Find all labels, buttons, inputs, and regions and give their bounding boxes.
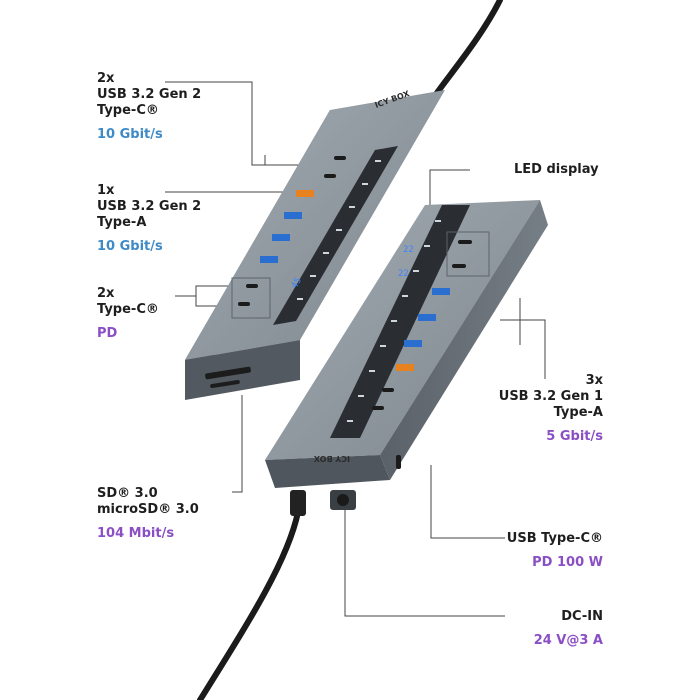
callout-typec-gen2: 2x USB 3.2 Gen 2 Type-C® 10 Gbit/s bbox=[97, 71, 201, 143]
right-brand-logo: ICY BOX bbox=[313, 454, 350, 463]
right-usb-a-gen1-ports bbox=[404, 288, 450, 347]
callout-led-line1: LED display bbox=[514, 162, 599, 177]
callout-typec-pd: 2x Type-C® PD bbox=[97, 286, 159, 342]
callout-sd: SD® 3.0 microSD® 3.0 104 Mbit/s bbox=[97, 486, 199, 542]
left-pd-port-box bbox=[231, 277, 271, 319]
callout-dcin-speed: 24 V@3 A bbox=[533, 633, 603, 648]
callout-typea-gen1-line2: USB 3.2 Gen 1 bbox=[498, 389, 603, 404]
callout-usbc-pd-speed: PD 100 W bbox=[532, 555, 603, 570]
callout-typea-gen2-speed: 10 Gbit/s bbox=[97, 239, 163, 254]
callout-usbc-pd-line1: USB Type-C® bbox=[506, 531, 603, 546]
callout-typea-gen1-line3: Type-A bbox=[553, 405, 603, 420]
hub-right: 22 22 ICY BOX bbox=[265, 200, 548, 510]
callout-typec-gen2-line1: 2x bbox=[97, 71, 115, 86]
callout-typea-gen2-line1: 1x bbox=[97, 183, 115, 198]
callout-typea-gen2: 1x USB 3.2 Gen 2 Type-A 10 Gbit/s bbox=[97, 183, 201, 255]
right-pd-typec-ports bbox=[452, 240, 472, 268]
callout-typec-pd-speed: PD bbox=[97, 326, 118, 341]
callout-typea-gen2-line3: Type-A bbox=[97, 215, 147, 230]
callout-sd-speed: 104 Mbit/s bbox=[97, 526, 175, 541]
leader-lines bbox=[165, 81, 546, 617]
callout-typea-gen2-line2: USB 3.2 Gen 2 bbox=[97, 199, 202, 214]
hub-left: 45 ICY BOX bbox=[185, 89, 445, 400]
callout-led: LED display bbox=[514, 162, 599, 178]
right-readout-2: 22 bbox=[398, 269, 409, 279]
right-pd-port-box bbox=[446, 231, 490, 277]
left-pd-typec-ports bbox=[238, 284, 258, 306]
led-strip-right bbox=[347, 220, 441, 422]
right-readout-1: 22 bbox=[403, 245, 414, 255]
right-usb-a-orange-port bbox=[396, 364, 414, 371]
callout-typec-gen2-line3: Type-C® bbox=[97, 103, 159, 118]
callout-typec-gen2-speed: 10 Gbit/s bbox=[97, 127, 163, 142]
callout-sd-line2: microSD® 3.0 bbox=[97, 502, 199, 517]
callout-typec-pd-line1: 2x bbox=[97, 286, 115, 301]
callout-typec-gen2-line2: USB 3.2 Gen 2 bbox=[97, 87, 202, 102]
left-usb-a-blue-ports bbox=[260, 212, 302, 263]
callout-sd-line1: SD® 3.0 bbox=[97, 486, 158, 501]
callout-usbc-pd: USB Type-C® PD 100 W bbox=[507, 531, 603, 571]
right-side-usb-c-pd-port bbox=[396, 455, 401, 469]
left-usb-c-gen2-ports bbox=[324, 156, 346, 178]
callout-dcin-line1: DC-IN bbox=[561, 609, 603, 624]
left-usage-readout: 45 bbox=[290, 276, 304, 290]
led-strip-left bbox=[297, 160, 381, 300]
callout-dcin: DC-IN 24 V@3 A bbox=[534, 609, 603, 649]
dc-in-jack bbox=[337, 494, 349, 506]
right-usb-c-ports bbox=[372, 388, 394, 410]
callout-typea-gen1-speed: 5 Gbit/s bbox=[546, 429, 603, 444]
callout-typea-gen1: 3x USB 3.2 Gen 1 Type-A 5 Gbit/s bbox=[499, 373, 603, 445]
left-usb-a-gen2-port bbox=[296, 190, 314, 197]
callout-typec-pd-line2: Type-C® bbox=[97, 302, 159, 317]
callout-typea-gen1-line1: 3x bbox=[585, 373, 603, 388]
